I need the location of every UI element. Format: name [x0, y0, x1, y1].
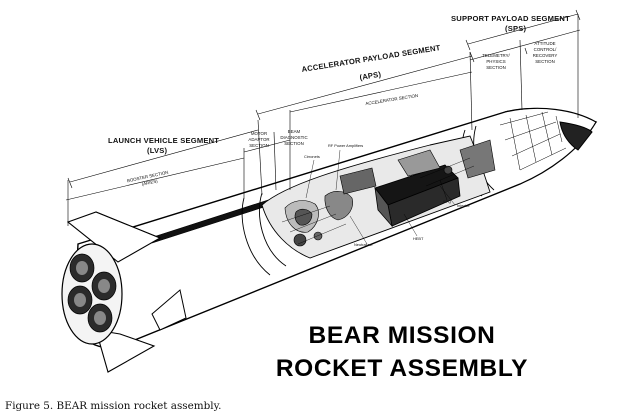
- booster-label-2: (ARIES): [141, 178, 158, 186]
- telemetry-label-1: TELEMETRY/: [482, 53, 510, 58]
- aps-title: ACCELERATOR PAYLOAD SEGMENT: [301, 43, 441, 74]
- callout-neutralizer: Neutralizer: [354, 242, 374, 247]
- attitude-label-1: ATTITUDE: [534, 41, 555, 46]
- figure-caption: Figure 5. BEAR mission rocket assembly.: [5, 400, 222, 412]
- motor-adaptor-label-3: SECTION: [249, 143, 269, 148]
- callout-hebt: HEBT: [413, 236, 424, 241]
- callout-leaders: [305, 149, 456, 245]
- callout-injector: Injector: [457, 203, 470, 208]
- dimension-lines: [65, 9, 581, 226]
- lvs-title: LAUNCH VEHICLE SEGMENT: [108, 136, 219, 145]
- lvs-abbr: (LVS): [147, 146, 168, 155]
- callout-rfq: RFQ: [443, 199, 451, 204]
- assembly-title: BEAR MISSION ROCKET ASSEMBLY: [276, 322, 528, 382]
- beam-diagnostic-label-1: BEAM: [288, 129, 301, 134]
- sps-abbr: (SPS): [505, 24, 527, 33]
- callout-cirronets: Cirronets: [304, 154, 320, 159]
- beam-diagnostic-label-2: DIAGNOSTIC: [280, 135, 307, 140]
- attitude-label-2: CONTROL/: [534, 47, 557, 52]
- motor-adaptor-label-1: MOTOR: [251, 131, 267, 136]
- sps-title: SUPPORT PAYLOAD SEGMENT: [451, 14, 570, 23]
- callout-rf-amplifiers: RF Power Amplifiers: [328, 143, 363, 148]
- rocket-body: [61, 107, 598, 373]
- aps-abbr: (APS): [359, 70, 382, 82]
- title-line-1: BEAR MISSION: [309, 322, 496, 349]
- title-line-2: ROCKET ASSEMBLY: [276, 355, 528, 382]
- telemetry-label-3: SECTION: [486, 65, 506, 70]
- attitude-label-4: SECTION: [535, 59, 555, 64]
- motor-adaptor-label-2: ADAPTOR: [248, 137, 269, 142]
- accelerator-section-label: ACCELERATOR SECTION: [365, 93, 418, 106]
- beam-diagnostic-label-3: SECTION: [284, 141, 304, 146]
- attitude-label-3: RECOVERY: [533, 53, 558, 58]
- component-callouts: RF Power Amplifiers Cirronets Injector R…: [304, 143, 470, 247]
- telemetry-label-2: PHYSICS: [486, 59, 505, 64]
